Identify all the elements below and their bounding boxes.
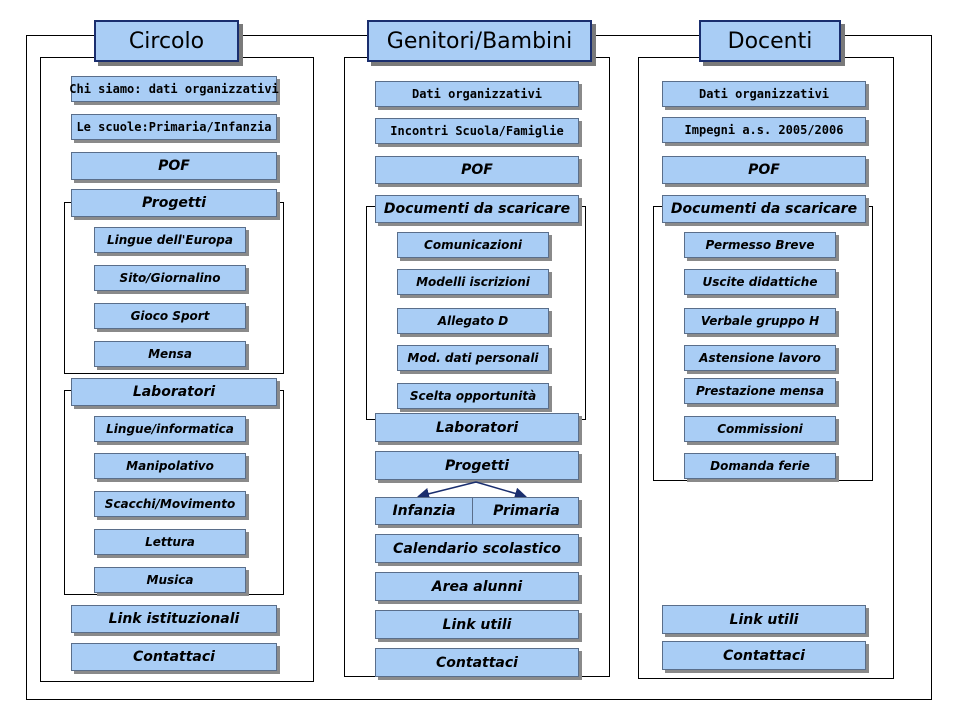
- doc-modelli-iscrizioni-button[interactable]: Modelli iscrizioni: [397, 269, 549, 295]
- docenti-link-utili-button[interactable]: Link utili: [662, 605, 866, 634]
- chi-siamo-button[interactable]: Chi siamo: dati organizzativi: [69, 76, 279, 102]
- circolo-header[interactable]: Circolo: [94, 20, 239, 62]
- progetto-mensa-button[interactable]: Mensa: [94, 341, 246, 367]
- lab-musica-button[interactable]: Musica: [94, 567, 246, 593]
- circolo-laboratori-button[interactable]: Laboratori: [71, 378, 277, 406]
- arrow-to-primaria: [475, 481, 527, 500]
- progetto-lingue-europa-button[interactable]: Lingue dell'Europa: [94, 227, 246, 253]
- lab-manipolativo-button[interactable]: Manipolativo: [94, 453, 246, 479]
- doc-uscite-didattiche-button[interactable]: Uscite didattiche: [684, 269, 836, 295]
- doc-permesso-breve-button[interactable]: Permesso Breve: [684, 232, 836, 258]
- docenti-dati-organizzativi-button[interactable]: Dati organizzativi: [662, 81, 866, 107]
- docenti-pof-button[interactable]: POF: [662, 156, 866, 184]
- incontri-scuola-famiglie-button[interactable]: Incontri Scuola/Famiglie: [375, 118, 579, 144]
- progetto-gioco-sport-button[interactable]: Gioco Sport: [94, 303, 246, 329]
- area-alunni-button[interactable]: Area alunni: [375, 572, 579, 601]
- doc-allegato-d-button[interactable]: Allegato D: [397, 308, 549, 334]
- docenti-header[interactable]: Docenti: [699, 20, 841, 62]
- circolo-contattaci-button[interactable]: Contattaci: [71, 643, 277, 671]
- doc-domanda-ferie-button[interactable]: Domanda ferie: [684, 453, 836, 479]
- arrow-to-infanzia: [417, 481, 477, 500]
- circolo-pof-button[interactable]: POF: [71, 152, 277, 180]
- lab-lettura-button[interactable]: Lettura: [94, 529, 246, 555]
- doc-scelta-opportunita-button[interactable]: Scelta opportunità: [397, 383, 549, 409]
- doc-commissioni-button[interactable]: Commissioni: [684, 416, 836, 442]
- link-istituzionali-button[interactable]: Link istituzionali: [71, 605, 277, 633]
- genitori-header[interactable]: Genitori/Bambini: [367, 20, 592, 62]
- genitori-documenti-button[interactable]: Documenti da scaricare: [375, 195, 579, 223]
- genitori-laboratori-button[interactable]: Laboratori: [375, 413, 579, 442]
- docenti-contattaci-button[interactable]: Contattaci: [662, 641, 866, 670]
- calendario-scolastico-button[interactable]: Calendario scolastico: [375, 534, 579, 563]
- doc-verbale-gruppo-h-button[interactable]: Verbale gruppo H: [684, 308, 836, 334]
- lab-lingue-informatica-button[interactable]: Lingue/informatica: [94, 416, 246, 442]
- infanzia-primaria-divider: [472, 498, 473, 524]
- genitori-pof-button[interactable]: POF: [375, 156, 579, 184]
- impegni-button[interactable]: Impegni a.s. 2005/2006: [662, 117, 866, 143]
- doc-comunicazioni-button[interactable]: Comunicazioni: [397, 232, 549, 258]
- doc-astensione-lavoro-button[interactable]: Astensione lavoro: [684, 345, 836, 371]
- infanzia-primaria-group: Infanzia Primaria: [375, 497, 579, 525]
- genitori-dati-organizzativi-button[interactable]: Dati organizzativi: [375, 81, 579, 107]
- genitori-link-utili-button[interactable]: Link utili: [375, 610, 579, 639]
- doc-mod-dati-personali-button[interactable]: Mod. dati personali: [397, 345, 549, 371]
- primaria-button[interactable]: Primaria: [493, 503, 560, 519]
- genitori-contattaci-button[interactable]: Contattaci: [375, 648, 579, 677]
- genitori-progetti-button[interactable]: Progetti: [375, 451, 579, 480]
- le-scuole-button[interactable]: Le scuole:Primaria/Infanzia: [71, 114, 277, 140]
- circolo-progetti-button[interactable]: Progetti: [71, 189, 277, 217]
- docenti-documenti-button[interactable]: Documenti da scaricare: [662, 195, 866, 223]
- progetto-sito-giornalino-button[interactable]: Sito/Giornalino: [94, 265, 246, 291]
- lab-scacchi-movimento-button[interactable]: Scacchi/Movimento: [94, 491, 246, 517]
- doc-prestazione-mensa-button[interactable]: Prestazione mensa: [684, 378, 836, 404]
- infanzia-button[interactable]: Infanzia: [392, 503, 456, 519]
